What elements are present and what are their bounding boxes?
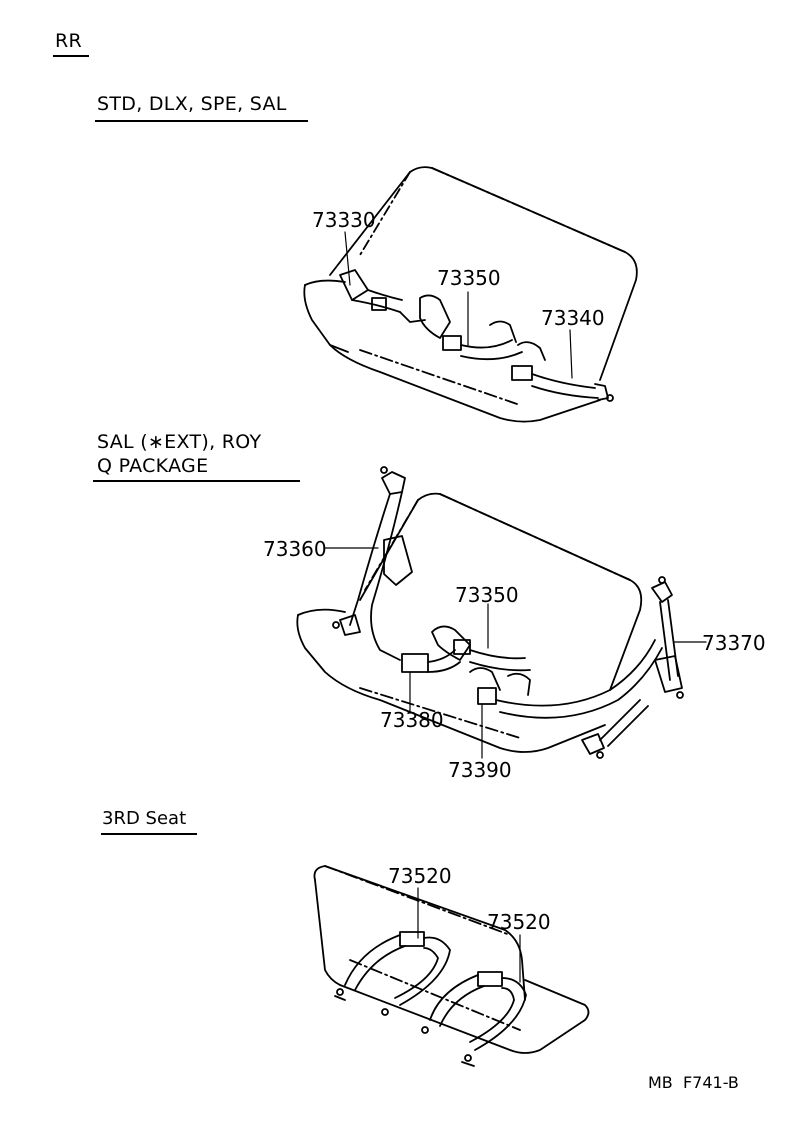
section-3-underline: [101, 833, 197, 835]
seat-2-illustration: [296, 492, 643, 753]
belt-73370: [581, 576, 684, 759]
belt-73350-b: [431, 625, 531, 672]
section-3-title: 3RD Seat: [102, 808, 187, 829]
callout-73340: 73340: [541, 306, 605, 330]
callout-73350-b: 73350: [455, 583, 519, 607]
section-1-underline: [95, 120, 308, 122]
belt-73340: [511, 341, 614, 402]
callout-73520-b: 73520: [487, 910, 551, 934]
section-1-title: STD, DLX, SPE, SAL: [97, 93, 287, 115]
callout-73380: 73380: [380, 708, 444, 732]
belt-73350: [419, 294, 523, 361]
section-2-underline: [93, 480, 300, 482]
belt-73330: [339, 269, 426, 323]
callout-73390: 73390: [448, 758, 512, 782]
belt-73380: [401, 649, 461, 673]
callout-73520-a: 73520: [388, 864, 452, 888]
callout-73360: 73360: [263, 537, 327, 561]
section-1-leaders: [344, 231, 573, 379]
section-3-leaders: [417, 887, 521, 983]
callout-73350: 73350: [437, 266, 501, 290]
seat-1-illustration: [303, 166, 638, 423]
belt-73360: [332, 466, 413, 661]
section-code-underline: [53, 55, 89, 57]
seat-3-illustration: [313, 865, 590, 1054]
section-2-title-line1: SAL (∗EXT), ROY: [97, 431, 262, 453]
belt-73520-a: [334, 931, 451, 1016]
belt-73520-b: [421, 971, 527, 1067]
footer-code: MB F741-B: [648, 1073, 739, 1092]
section-2-title-line2: Q PACKAGE: [97, 455, 209, 477]
callout-73330: 73330: [312, 208, 376, 232]
belt-73390: [469, 639, 663, 719]
section-2-leaders: [324, 547, 707, 759]
section-code: RR: [55, 30, 83, 52]
callout-73370: 73370: [702, 631, 766, 655]
